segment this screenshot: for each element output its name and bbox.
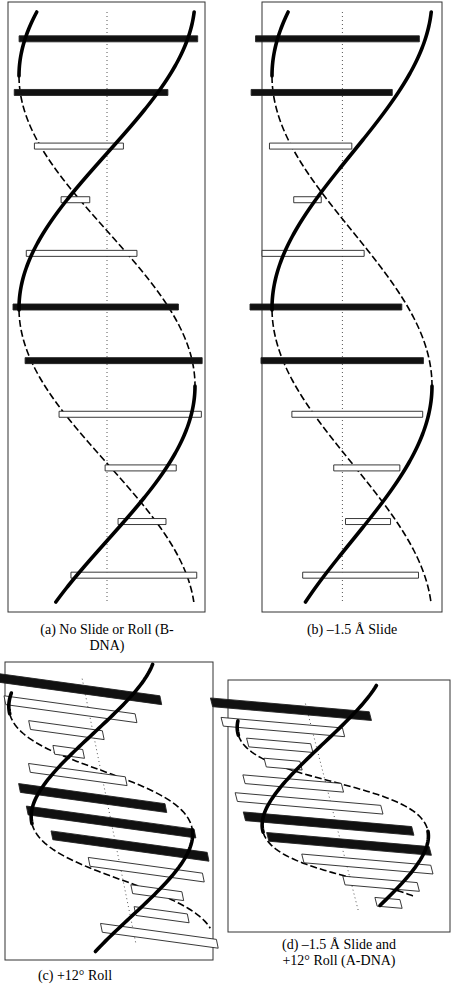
base-pair-plate: [334, 465, 400, 471]
base-pair-plate: [261, 358, 423, 364]
base-pair-plate: [243, 812, 414, 835]
base-pair-plate: [26, 250, 137, 256]
base-pair-plate: [210, 698, 371, 721]
base-pair-plate: [267, 832, 432, 855]
backbone-front: [272, 12, 431, 310]
base-pair-plate: [221, 717, 345, 736]
base-pair-plate: [25, 358, 202, 364]
helix-panel: [0, 662, 218, 960]
backbone-back: [272, 310, 431, 602]
backbone-front: [9, 693, 12, 714]
base-pair-plate: [303, 572, 419, 578]
backbone-front: [272, 12, 288, 76]
backbone-front: [380, 831, 428, 905]
backbone-front: [56, 386, 195, 602]
base-pair-plate: [29, 721, 104, 740]
helix-panel: [8, 2, 205, 612]
base-pair-plate: [256, 36, 420, 42]
base-pair-plate: [14, 89, 168, 95]
base-pair-plate: [88, 857, 204, 882]
panel-caption: (c) +12° Roll: [0, 968, 150, 984]
backbone-front: [305, 386, 432, 602]
backbone-front: [262, 686, 376, 833]
base-pair-plate: [19, 36, 198, 42]
base-pair-plate: [292, 411, 423, 417]
panel-caption: (b) –1.5 Å Slide: [266, 622, 438, 638]
backbone-front: [19, 12, 37, 76]
panel-caption: (d) –1.5 Å Slide and +12° Roll (A-DNA): [281, 937, 397, 969]
panel-caption: (a) No Slide or Roll (B-DNA): [32, 622, 182, 654]
backbone-front: [31, 664, 152, 823]
base-pair-plate: [269, 143, 351, 149]
base-pair-plate: [235, 793, 383, 814]
backbone-back: [19, 310, 194, 602]
panel-frame: [8, 2, 205, 612]
panel-frame: [5, 662, 213, 960]
backbone-front: [237, 721, 238, 735]
base-pair-plate: [71, 572, 197, 578]
backbone-front: [95, 830, 192, 952]
base-pair-plate: [243, 775, 344, 792]
base-pair-plate: [29, 763, 128, 785]
base-pair-plate: [59, 411, 201, 417]
base-pair-plate: [134, 907, 189, 923]
base-pair-plate: [251, 89, 392, 95]
helix-panel: [250, 2, 442, 612]
base-pair-plate: [247, 738, 313, 752]
base-pair-plate: [262, 250, 364, 256]
helix-panel: [210, 680, 450, 932]
backbone-front: [19, 12, 194, 310]
backbone-back: [32, 824, 210, 929]
base-pair-plate: [13, 304, 178, 310]
